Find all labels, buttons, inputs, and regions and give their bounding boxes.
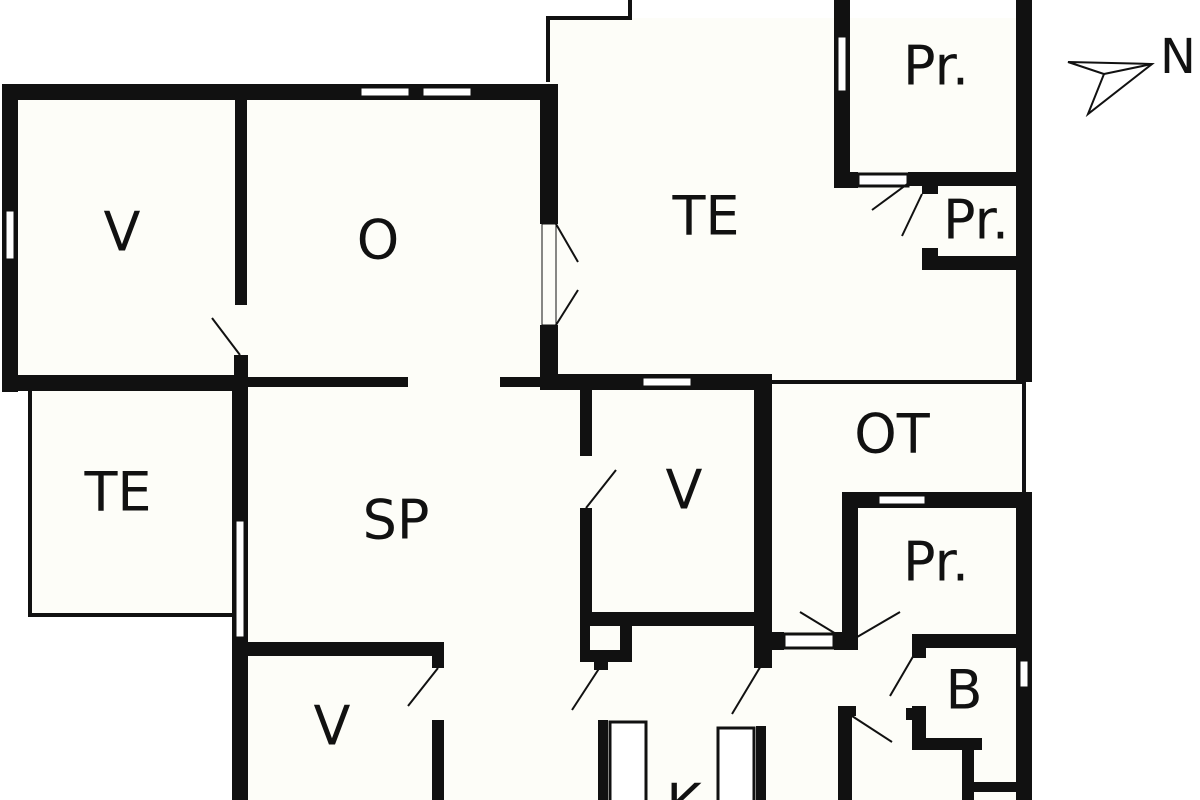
thin-walls: [28, 0, 1026, 617]
door-swing-v-top: [211, 317, 241, 356]
wall-v-o-partition: [235, 100, 247, 305]
wall-pr-top-bottom-stub: [834, 172, 858, 188]
north-label: N: [1160, 29, 1196, 85]
wall-pr-right-top: [842, 492, 1032, 508]
label-te-left: TE: [83, 461, 151, 524]
wall-b-toilet-nook-left: [962, 748, 974, 800]
door-swing-pr-right-2: [851, 611, 901, 641]
wall-under-v: [2, 375, 248, 391]
window-sp-left: [233, 518, 247, 640]
wall-middle-v-closet-side: [620, 612, 632, 662]
label-sp: SP: [363, 489, 430, 552]
window-middle-v-top: [640, 375, 694, 389]
wall-middle-v-right: [754, 374, 772, 650]
door-swing-pr-top-1: [871, 181, 911, 211]
wall-b-toilet-nook-top: [962, 782, 1032, 792]
wall-under-o-right: [500, 377, 560, 387]
wall-pr-small-left: [922, 172, 938, 194]
window-pr-top-left: [835, 34, 849, 94]
window-o-top-1: [358, 85, 412, 99]
floor-left-terrace: [28, 385, 238, 615]
door-swing-bottom-v: [407, 667, 439, 707]
window-pr-right-top: [876, 493, 928, 507]
label-v-bottom: V: [314, 695, 351, 758]
wall-pr-small-bottom: [922, 256, 1032, 270]
fixtures: [608, 720, 756, 800]
wall-pr-top-bottom-right: [908, 172, 1032, 186]
kitchen-counter-left: [608, 720, 648, 800]
north-arrow-divider: [1103, 63, 1153, 75]
wall-right-outer-top: [1016, 0, 1032, 382]
door-gap-o-te: [541, 223, 557, 326]
label-pr-top: Pr.: [903, 35, 969, 98]
wall-bottom-v-top: [232, 642, 444, 656]
wall-middle-v-left-top: [580, 390, 592, 456]
wall-pr-top-left: [834, 0, 850, 188]
wall-o-right-top: [540, 84, 558, 224]
kitchen-counter-right: [716, 726, 756, 800]
north-arrow-icon: [1067, 61, 1155, 118]
door-swing-kitchen-b: [851, 715, 893, 743]
wall-kitchen-right: [838, 706, 852, 800]
wall-top-main: [2, 84, 558, 100]
wall-under-o-left: [248, 377, 408, 387]
label-te-top: TE: [671, 185, 739, 248]
wall-o-right-bottom: [540, 325, 558, 390]
north-compass: N: [1067, 29, 1196, 118]
room-labels: V O TE Pr. Pr. TE SP V OT Pr. B V K: [83, 35, 1009, 800]
wall-b-jamb: [906, 708, 926, 720]
label-pr-small: Pr.: [943, 189, 1009, 252]
floor-top-right: [548, 18, 1028, 382]
wall-b-bottom: [912, 738, 982, 750]
terrace-top-outline: [546, 0, 632, 82]
door-swing-pr-right-1: [799, 611, 847, 641]
wall-kitchen-counter-right: [756, 726, 766, 800]
doors: [211, 181, 923, 743]
door-swing-kitchen-left: [571, 663, 603, 711]
windows: [3, 34, 1031, 690]
floor-main: [14, 92, 548, 382]
label-k: K: [666, 773, 703, 800]
floor-areas: [14, 18, 1030, 800]
door-swing-b: [889, 647, 919, 697]
wall-kitchen-top-right: [754, 650, 772, 668]
wall-middle-v-bottom: [580, 612, 772, 626]
window-b-right: [1017, 658, 1031, 690]
label-o: O: [357, 209, 400, 272]
door-swing-kitchen-right: [731, 663, 763, 715]
wall-kitchen-right-stub: [838, 706, 856, 716]
label-b: B: [945, 659, 982, 722]
wall-kitchen-counter-left: [598, 720, 608, 800]
wall-middle-v-closet-left: [580, 612, 590, 662]
door-swing-o-te-upper: [555, 223, 579, 263]
wall-pr-right-bottom: [914, 634, 1032, 648]
wall-pr-right-left: [842, 492, 858, 650]
window-pr-right-bottom-gap: [782, 632, 836, 650]
label-v-middle: V: [666, 459, 703, 522]
label-ot: OT: [854, 403, 931, 466]
wall-ot-stub: [772, 632, 784, 650]
window-pr-top-bottom-gap: [856, 172, 910, 188]
wall-middle-v-left-bottom: [580, 508, 592, 620]
terrace-left-outline: [28, 388, 238, 617]
window-v-left: [3, 208, 17, 262]
door-swing-o-te-lower: [555, 289, 579, 326]
label-v-top-left: V: [104, 201, 141, 264]
wall-kitchen-top-left: [594, 656, 608, 670]
door-swing-middle-v: [585, 469, 617, 509]
wall-bottom-v-right-bottom: [432, 720, 444, 800]
door-swing-pr-top-2: [901, 193, 923, 237]
wall-bottom-v-right-top: [432, 642, 444, 668]
window-o-top-2: [420, 85, 474, 99]
label-pr-right: Pr.: [903, 531, 969, 594]
